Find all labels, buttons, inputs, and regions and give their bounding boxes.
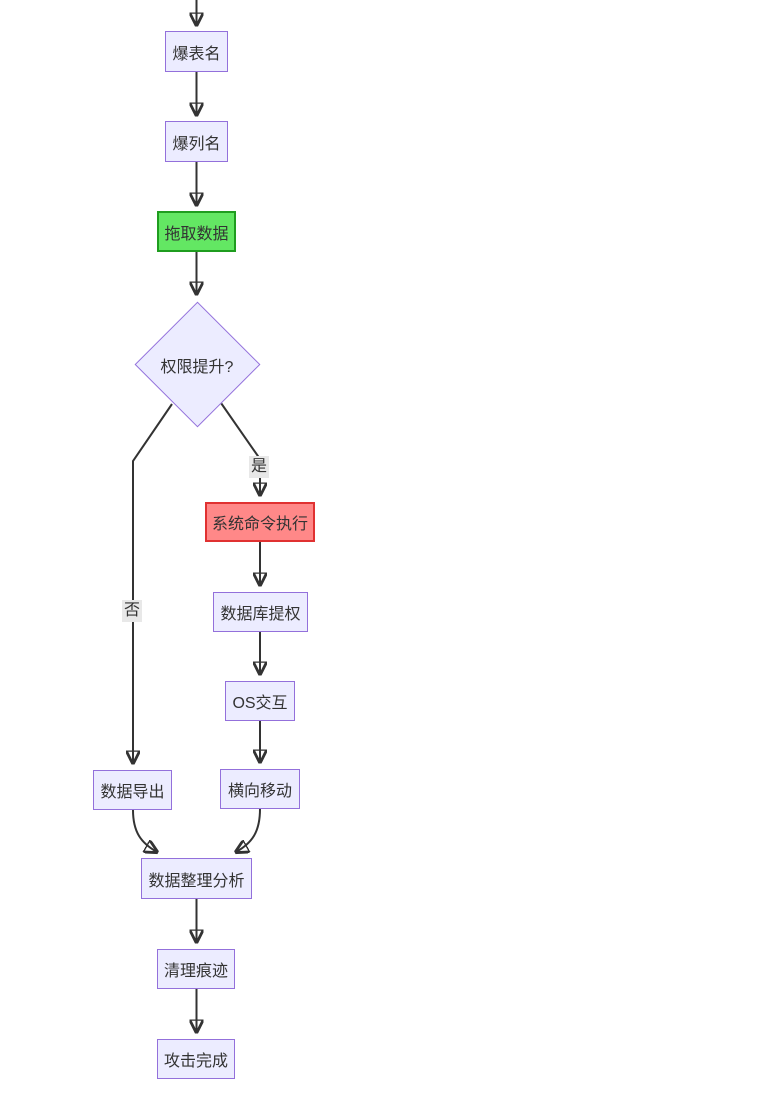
- node-burst-column-name: 爆列名: [165, 121, 228, 162]
- node-os-interaction: OS交互: [225, 681, 295, 721]
- node-data-export: 数据导出: [93, 770, 172, 810]
- node-data-organize-analysis: 数据整理分析: [141, 858, 252, 899]
- privilege-escalation-decision-label: 权限提升?: [160, 359, 234, 376]
- node-lateral-movement: 横向移动: [220, 769, 300, 809]
- node-system-command-execution: 系统命令执行: [205, 502, 315, 542]
- node-database-privilege-escalation: 数据库提权: [213, 592, 308, 632]
- node-clean-traces: 清理痕迹: [157, 949, 235, 989]
- node-dump-data: 拖取数据: [157, 211, 236, 252]
- edge-label-yes: 是: [249, 456, 270, 478]
- node-burst-table-name: 爆表名: [165, 31, 228, 72]
- node-attack-complete: 攻击完成: [157, 1039, 235, 1079]
- edge-lateral-movement-to-analysis: [236, 808, 261, 852]
- edge-decision-no-to-data-export: [133, 403, 173, 763]
- edge-decision-yes-to-system-command: [220, 402, 260, 495]
- edge-data-export-to-analysis: [132, 809, 157, 852]
- edge-label-no: 否: [122, 600, 143, 622]
